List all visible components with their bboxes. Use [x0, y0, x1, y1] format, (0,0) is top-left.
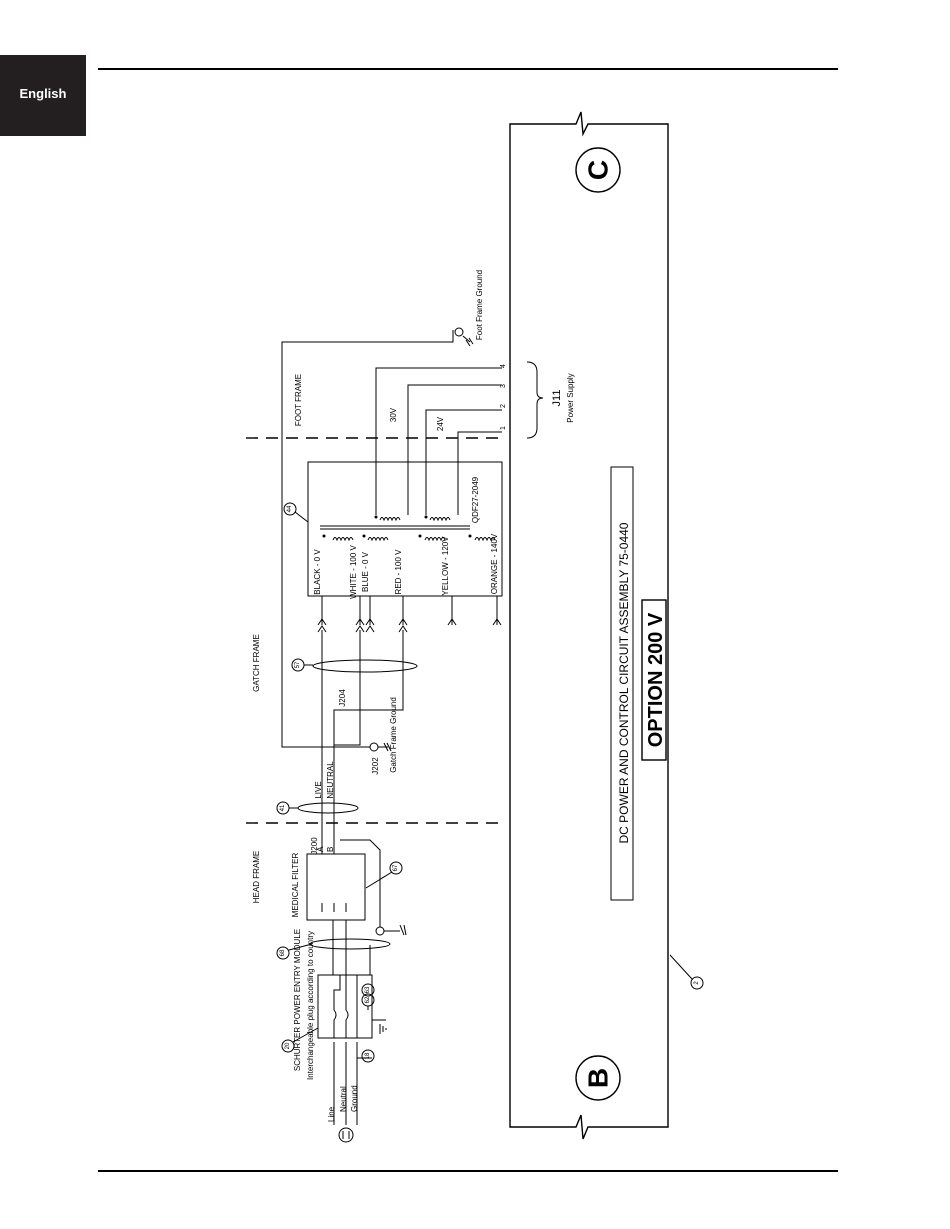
svg-text:20: 20 — [285, 1042, 291, 1049]
callout-20: 20 — [281, 1027, 319, 1053]
j11-desc: Power Supply — [566, 373, 575, 422]
connector-b: B — [575, 1055, 621, 1101]
plug-note: Interchangeable plug according to countr… — [306, 931, 315, 1080]
j11-pin-2: 2 — [500, 404, 507, 408]
j200-label: J200 — [310, 837, 319, 855]
j11-pin-1: 1 — [500, 426, 507, 430]
entry-module — [317, 974, 387, 1039]
neutral-label: NEUTRAL — [326, 761, 335, 799]
j204-label: J204 — [338, 689, 347, 707]
connector-c-label: C — [583, 160, 614, 180]
harness-57 — [312, 659, 418, 673]
harness-41 — [297, 802, 359, 814]
svg-text:67: 67 — [393, 864, 399, 871]
callout-44: 44 — [283, 502, 309, 523]
language-tab-label: English — [19, 86, 67, 101]
callout-63: 63 — [361, 983, 375, 997]
callout-62: 62 — [361, 993, 375, 1010]
tap-yellow: YELLOW - 120V — [441, 536, 450, 596]
svg-text:57: 57 — [295, 661, 301, 668]
medical-filter-label: MEDICAL FILTER — [291, 853, 300, 918]
tap-black: BLACK - 0 V — [313, 549, 322, 595]
gatch-ground-icon — [369, 742, 392, 752]
pin-b-label: B — [326, 847, 335, 852]
gatch-ground-label: Gatch Frame Ground — [389, 697, 398, 773]
j202-label: J202 — [371, 757, 380, 775]
entry-module-label: SCHURTER POWER ENTRY MODULE — [293, 929, 302, 1071]
harness-68 — [309, 938, 391, 950]
header-rule — [98, 68, 838, 70]
connector-b-label: B — [583, 1068, 614, 1088]
medical-filter — [306, 853, 366, 921]
plug-wire-ground: Ground — [350, 1085, 359, 1112]
voltage-24v: 24V — [436, 416, 445, 431]
svg-text:44: 44 — [287, 505, 293, 512]
ground-icon — [375, 924, 407, 936]
assembly-outline — [509, 111, 669, 1140]
head-frame-label: HEAD FRAME — [252, 851, 261, 903]
plug-wire-neutral: Neutral — [339, 1086, 348, 1112]
gatch-frame-label: GATCH FRAME — [252, 634, 261, 692]
svg-text:68: 68 — [280, 949, 286, 956]
plug-wire-line: Line — [327, 1106, 336, 1122]
foot-frame-label: FOOT FRAME — [294, 374, 303, 426]
j11-brace — [526, 361, 544, 439]
transformer-part: QDF27-2049 — [471, 476, 480, 523]
tap-blue: BLUE - 0 V — [361, 551, 370, 592]
pin-a-label: A — [316, 846, 325, 852]
footer-rule — [98, 1170, 838, 1172]
svg-text:63: 63 — [365, 986, 371, 993]
foot-ground-icon — [454, 327, 474, 347]
callout-41: 41 — [276, 801, 298, 815]
option-box: OPTION 200 V — [641, 599, 667, 761]
voltage-30v: 30V — [389, 407, 398, 422]
j11-label: J11 — [551, 390, 563, 407]
callout-68: 68 — [276, 943, 313, 960]
option-label: OPTION 200 V — [645, 612, 667, 747]
svg-text:62: 62 — [365, 996, 371, 1003]
plug-note-text: Interchangeable plug according to countr… — [306, 931, 315, 1080]
callout-2: 2 — [669, 954, 704, 990]
diagram-title: DC POWER AND CONTROL CIRCUIT ASSEMBLY 75… — [617, 522, 631, 843]
transformer — [307, 461, 503, 597]
title-box: DC POWER AND CONTROL CIRCUIT ASSEMBLY 75… — [610, 466, 634, 901]
svg-text:41: 41 — [280, 804, 286, 811]
callout-57: 57 — [291, 658, 313, 672]
svg-text:2: 2 — [694, 981, 700, 985]
connector-c: C — [575, 147, 621, 193]
language-tab[interactable]: English — [0, 55, 86, 136]
tap-red: RED - 100 V — [394, 549, 403, 595]
foot-ground-label: Foot Frame Ground — [475, 270, 484, 340]
j11-pin-4: 4 — [500, 364, 507, 368]
svg-text:18: 18 — [365, 1052, 371, 1059]
callout-18: 18 — [361, 1049, 375, 1063]
plug-icon — [338, 1127, 354, 1143]
j11-pin-3: 3 — [500, 384, 507, 388]
callout-67: 67 — [365, 861, 403, 889]
tap-wires — [317, 596, 502, 633]
secondary-wires — [375, 367, 502, 515]
live-label: LIVE — [314, 781, 323, 798]
tap-orange: ORANGE - 140V — [490, 533, 499, 594]
tap-white: WHITE - 100 V — [349, 544, 358, 598]
